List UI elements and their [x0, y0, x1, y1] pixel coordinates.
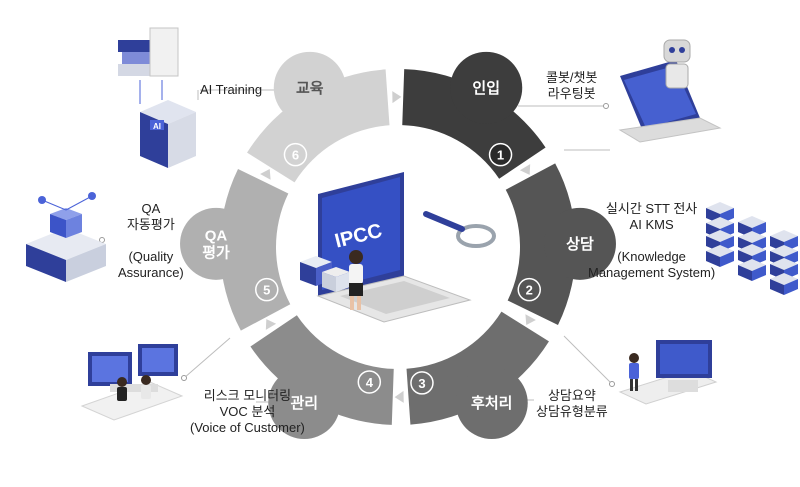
stage-number-badge [517, 277, 541, 302]
stage-bubble [543, 207, 616, 280]
stage-title: 후처리 [471, 395, 512, 412]
server-stack-icon [706, 202, 798, 295]
cycle-segment [406, 311, 549, 425]
intake-label-line: 라우팅봇 [547, 86, 596, 101]
qa-label-line: 자동평가 [126, 217, 175, 232]
stage-number: 5 [263, 283, 270, 298]
stage-number-badge [357, 370, 382, 394]
edu-label-line: AI Training [200, 82, 263, 97]
cycle-segment [247, 69, 390, 183]
ai-chip-text: AI [153, 122, 161, 131]
connector-dot [609, 381, 615, 387]
cube-network-icon [26, 192, 106, 282]
connector-dot [181, 375, 187, 381]
qa-label-line: QA [141, 201, 161, 216]
stage-number: 1 [497, 148, 504, 163]
intake-label-line: 콜봇/챗봇 [546, 70, 598, 85]
center-laptop-icon: IPCC [316, 172, 472, 323]
manage-label-line: VOC 분석 [219, 404, 276, 419]
person-icon [349, 250, 363, 310]
flow-arrow [394, 390, 404, 403]
stage-title: 교육 [296, 80, 324, 97]
qa-label-line: (Quality [128, 249, 174, 264]
consult-label-line [588, 233, 715, 249]
qa-label-line [118, 233, 184, 249]
stage-number-badge [410, 371, 434, 395]
stage-number: 3 [418, 376, 425, 391]
consult-label-line: Management System) [588, 265, 716, 280]
connector-lines [99, 89, 615, 403]
consult-label-line: 실시간 STT 전사 [605, 201, 698, 216]
connector-line [563, 335, 613, 385]
post-label-line: 상담유형분류 [536, 404, 608, 419]
flow-arrow [519, 164, 531, 175]
stage-number: 6 [292, 148, 299, 163]
stage-bubble [455, 367, 528, 440]
server-block [738, 265, 752, 281]
robot-laptop-icon [618, 39, 722, 143]
stage-title: 상담 [566, 235, 594, 253]
manage-label-line: (Voice of Customer) [190, 420, 305, 435]
stage-bubble [180, 207, 253, 280]
server-block [720, 251, 734, 267]
stage-bubble [273, 51, 346, 124]
post-label-line: 상담요약 [547, 388, 596, 403]
edu-label: AI Training [200, 82, 262, 98]
ai-chip-books-icon: AI [118, 27, 196, 168]
direction-arrows [260, 91, 536, 403]
magnifier-icon [423, 211, 496, 248]
server-block [706, 251, 720, 267]
agent-screen-icon [618, 340, 718, 405]
stage-number-badge [488, 142, 513, 167]
connector-line [183, 337, 231, 379]
stage-bubble [450, 51, 523, 124]
stage-title: 인입 [472, 79, 500, 97]
connector-dot [603, 103, 609, 109]
manage-label-line: 리스크 모니터링 [203, 388, 292, 403]
stage-title: 관리 [290, 395, 318, 412]
stage-number: 4 [366, 375, 374, 390]
consult-label-line: (Knowledge [617, 249, 686, 264]
stage-number-badge [283, 142, 308, 167]
flow-arrow [525, 314, 536, 325]
flow-arrow [392, 91, 402, 104]
stage-bubble [268, 367, 341, 440]
stage-number-badge [255, 277, 279, 302]
flow-arrow [265, 319, 277, 330]
server-block [784, 279, 798, 295]
server-block [770, 279, 784, 295]
server-block [752, 265, 766, 281]
qa-label-line: Assurance) [118, 265, 184, 280]
flow-arrow [260, 169, 271, 180]
small-cubes-icon [300, 256, 350, 292]
cycle-segment [250, 315, 394, 425]
team-dashboard-icon [80, 344, 184, 421]
stage-number: 2 [526, 283, 533, 298]
consult-label-line: AI KMS [629, 217, 674, 232]
